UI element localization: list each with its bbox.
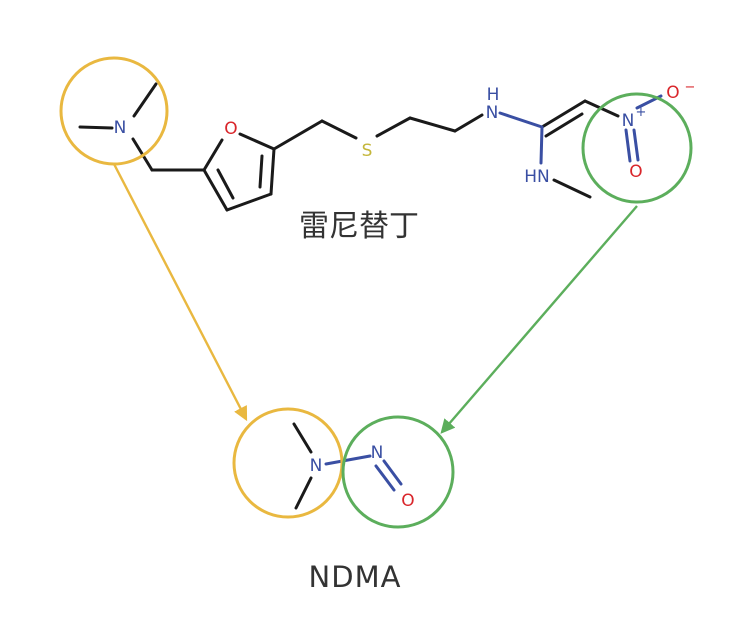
bond-furan-c5-c4 [269,147,276,196]
charge-n-nitro: + [636,105,647,120]
bond-ndma-methyl-bottom [294,476,313,510]
ndma-name: NDMA [309,560,402,594]
arrow-nitro-to-ndma [440,205,638,434]
bond-ch2-nh [453,113,484,133]
atom-ndma-o-nitroso: O [401,491,414,511]
atom-n-amine: N [486,103,499,123]
atom-ndma-n-amine: N [310,456,323,476]
bond-furan-ch2 [272,119,324,151]
ndma-structure: N N O NDMA [232,407,455,594]
highlight-nitro [581,92,693,204]
ranitidine-name: 雷尼替丁 [299,209,419,244]
bond-c-ch [540,99,587,129]
bond-furan-inner-2 [216,168,235,200]
charge-o-nitro-top: − [685,80,696,95]
bond-nh-c [498,111,544,129]
atom-n-nitro: N [622,111,635,131]
bond-methyl-n2 [132,82,158,118]
atom-ndma-n-nitroso: N [371,443,384,463]
atom-o-furan: O [224,119,237,139]
ranitidine-structure: N O S H N HN N + O − O 雷尼替丁 [59,56,696,244]
bond-furan-c4-c3 [225,192,273,212]
bond-nh-methyl [552,178,592,199]
atom-hn-methylamine: HN [524,167,550,187]
arrow-amine-to-ndma [112,163,248,422]
bond-ndma-n-n [324,454,372,466]
bond-ndma-methyl-top [292,422,313,454]
atom-o-nitro-bottom: O [629,162,642,182]
bond-ndma-n-o [374,464,396,492]
bond-ch2-ch2 [408,116,457,133]
bond-nitro-o-bottom-double [632,128,640,162]
bond-s-ch2 [375,116,412,138]
highlight-ndma-amine [232,407,344,519]
bond-nitro-o-bottom [624,128,632,163]
highlight-ndma-nitroso [341,415,455,529]
atom-o-nitro-top: O [666,83,679,103]
atom-n-dimethyl: N [114,118,127,138]
atom-s-thioether: S [362,141,373,161]
bond-ch2-s [320,119,358,140]
bond-methyl-n1 [78,125,114,130]
bond-furan-c2-o [202,138,224,172]
bond-furan-c3-c2 [202,168,229,212]
bond-ndma-n-o-double [382,459,403,486]
bond-furan-inner-1 [258,154,264,189]
atom-h-amine: H [487,85,500,105]
bond-c-nhme [539,125,544,165]
bond-furan-o-c5 [238,132,276,151]
bond-c-ch-double [544,112,584,138]
highlight-dimethylamine [59,56,169,166]
